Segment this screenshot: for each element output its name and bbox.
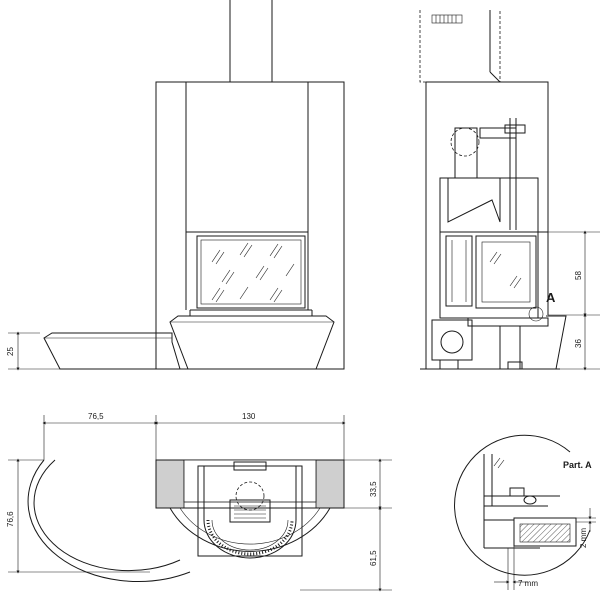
dim-label-76-6: 76,6: [6, 511, 15, 527]
side-glass: [481, 241, 531, 303]
dim-label-58: 58: [574, 271, 583, 280]
bench-left: [43, 332, 181, 370]
dim-label-36: 36: [574, 339, 583, 348]
firebox-glass: [200, 239, 302, 305]
dim-label-2mm: 2 mm: [579, 528, 588, 548]
plan-bench-left-outer: [33, 459, 181, 572]
hood-inner: [185, 81, 309, 233]
detail-circle-arc: [454, 434, 591, 576]
detail-base: [513, 517, 577, 547]
dim-label-61-5: 61,5: [369, 550, 378, 566]
detail-a-circle: [528, 306, 544, 322]
bench-center: [169, 315, 335, 370]
dim-label-33-5: 33,5: [369, 481, 378, 497]
detail-view-a: Part. A 2 mm 7 mm: [454, 434, 596, 590]
vent-grille: [431, 14, 463, 24]
plan-view: 76,5 130 76,6: [6, 412, 392, 592]
front-view: 25: [6, 0, 345, 371]
dim-label-7mm: 7 mm: [518, 579, 538, 588]
dim-label-130: 130: [242, 412, 256, 421]
plan-stove: [197, 465, 303, 557]
glass-reflection-marks: [211, 242, 295, 303]
side-base-curve: [546, 315, 567, 370]
side-view: A 58 36: [419, 10, 600, 371]
detail-title: Part. A: [563, 460, 592, 470]
firebox-frame: [196, 235, 306, 309]
dim-label-76-5: 76,5: [88, 412, 104, 421]
stove-body: [439, 177, 539, 319]
ash-box: [431, 319, 473, 361]
hood-outer: [155, 81, 345, 370]
detail-marker-label: A: [546, 290, 556, 305]
plan-base-outer: [169, 507, 331, 552]
dim-label-25: 25: [6, 347, 15, 356]
